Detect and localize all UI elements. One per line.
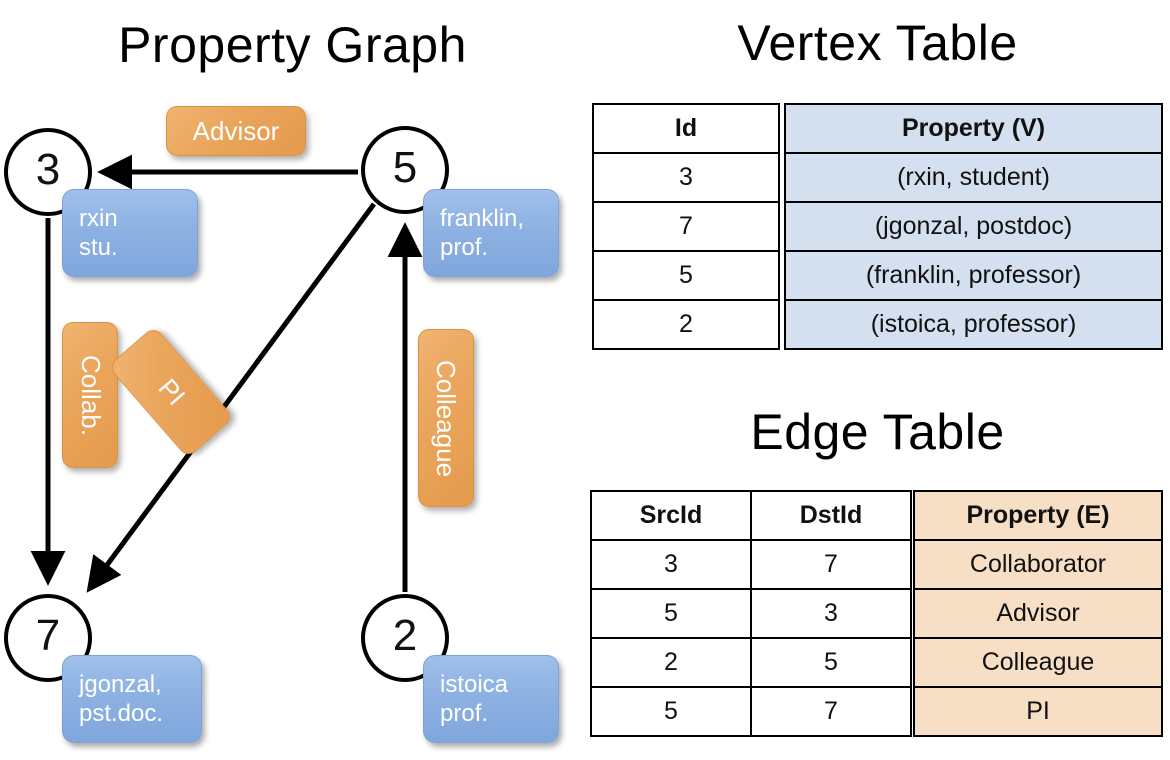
vertex-property-line-1: istoica xyxy=(440,671,509,698)
edge-src-cell: 5 xyxy=(590,686,752,737)
edge-table-header-property: Property (E) xyxy=(913,490,1163,541)
edge-property-cell: PI xyxy=(913,686,1163,737)
vertex-property-line-2: prof. xyxy=(440,700,489,728)
table-row: (istoica, professor) xyxy=(784,299,1163,350)
edge-src-dst-table: SrcId DstId 3 7 5 3 2 5 5 7 xyxy=(590,490,912,737)
table-row: Collaborator xyxy=(913,539,1163,590)
vertex-property-cell: (istoica, professor) xyxy=(784,299,1163,350)
edge-label-colleague-text: Colleague xyxy=(431,359,462,477)
table-row: 5 3 xyxy=(590,588,912,639)
vertex-property-bubble-istoica: istoica prof. xyxy=(423,655,559,743)
table-row: 5 xyxy=(592,250,780,301)
edge-dst-cell: 5 xyxy=(750,637,912,688)
table-row: 7 xyxy=(592,201,780,252)
table-row: 2 xyxy=(592,299,780,350)
vertex-id-table: Id 3 7 5 2 xyxy=(592,103,780,350)
graph-node-3-label: 3 xyxy=(35,145,61,194)
edge-src-cell: 5 xyxy=(590,588,752,639)
vertex-property-line-1: franklin, xyxy=(440,205,525,232)
edge-property-cell: Collaborator xyxy=(913,539,1163,590)
graph-node-5[interactable]: 5 xyxy=(361,126,449,214)
vertex-table-header-property: Property (V) xyxy=(784,103,1163,154)
vertex-id-cell: 2 xyxy=(592,299,780,350)
table-header-row: Property (E) xyxy=(913,490,1163,541)
page-title-property-graph: Property Graph xyxy=(118,17,467,73)
table-header-row: Id xyxy=(592,103,780,154)
vertex-id-cell: 7 xyxy=(592,201,780,252)
table-row: Advisor xyxy=(913,588,1163,639)
graph-node-7-label: 7 xyxy=(35,611,61,660)
table-row: 3 xyxy=(592,152,780,203)
vertex-property-cell: (franklin, professor) xyxy=(784,250,1163,301)
edge-dst-cell: 7 xyxy=(750,539,912,590)
vertex-id-cell: 3 xyxy=(592,152,780,203)
edge-dst-cell: 3 xyxy=(750,588,912,639)
edge-label-pi-text: PI xyxy=(151,372,191,411)
table-row: 2 5 xyxy=(590,637,912,688)
edge-label-collab: Collab. xyxy=(62,322,118,468)
table-row: 3 7 xyxy=(590,539,912,590)
edge-label-advisor-text: Advisor xyxy=(192,115,280,146)
vertex-table-header-id: Id xyxy=(592,103,780,154)
edge-label-collab-text: Collab. xyxy=(75,354,106,436)
table-header-row: SrcId DstId xyxy=(590,490,912,541)
vertex-property-line-2: stu. xyxy=(79,234,118,262)
property-graph-diagram: 3 5 7 2 rxin stu. franklin, prof. jgonza… xyxy=(4,106,559,743)
table-row: PI xyxy=(913,686,1163,737)
page-title-vertex-table: Vertex Table xyxy=(737,15,1018,71)
edge-5-to-7 xyxy=(86,202,377,593)
table-row: Colleague xyxy=(913,637,1163,688)
vertex-property-cell: (jgonzal, postdoc) xyxy=(784,201,1163,252)
vertex-property-line-2: prof. xyxy=(440,234,489,262)
edge-label-advisor: Advisor xyxy=(166,106,306,156)
edge-property-table: Property (E) Collaborator Advisor Collea… xyxy=(913,490,1163,737)
edge-property-cell: Advisor xyxy=(913,588,1163,639)
table-header-row: Property (V) xyxy=(784,103,1163,154)
page-title-edge-table: Edge Table xyxy=(750,404,1005,460)
graph-node-5-label: 5 xyxy=(392,143,418,192)
vertex-property-bubble-franklin: franklin, prof. xyxy=(423,189,559,277)
vertex-id-cell: 5 xyxy=(592,250,780,301)
edge-table-header-srcid: SrcId xyxy=(590,490,752,541)
edge-label-colleague: Colleague xyxy=(418,329,474,507)
vertex-property-bubble-jgonzal: jgonzal, pst.doc. xyxy=(62,655,202,743)
edge-property-cell: Colleague xyxy=(913,637,1163,688)
graph-edges-layer xyxy=(30,154,423,593)
vertex-property-bubble-rxin: rxin stu. xyxy=(62,189,198,277)
vertex-property-table: Property (V) (rxin, student) (jgonzal, p… xyxy=(784,103,1163,350)
edge-src-cell: 2 xyxy=(590,637,752,688)
vertex-property-line-1: jgonzal, xyxy=(79,671,162,698)
graph-node-2-label: 2 xyxy=(392,611,418,660)
table-row: 5 7 xyxy=(590,686,912,737)
edge-dst-cell: 7 xyxy=(750,686,912,737)
table-row: (jgonzal, postdoc) xyxy=(784,201,1163,252)
edge-src-cell: 3 xyxy=(590,539,752,590)
table-row: (franklin, professor) xyxy=(784,250,1163,301)
edge-table-header-dstid: DstId xyxy=(750,490,912,541)
vertex-property-line-1: rxin xyxy=(79,205,118,232)
vertex-property-line-2: pst.doc. xyxy=(79,700,164,728)
table-row: (rxin, student) xyxy=(784,152,1163,203)
graph-node-2[interactable]: 2 xyxy=(361,594,449,682)
vertex-property-cell: (rxin, student) xyxy=(784,152,1163,203)
